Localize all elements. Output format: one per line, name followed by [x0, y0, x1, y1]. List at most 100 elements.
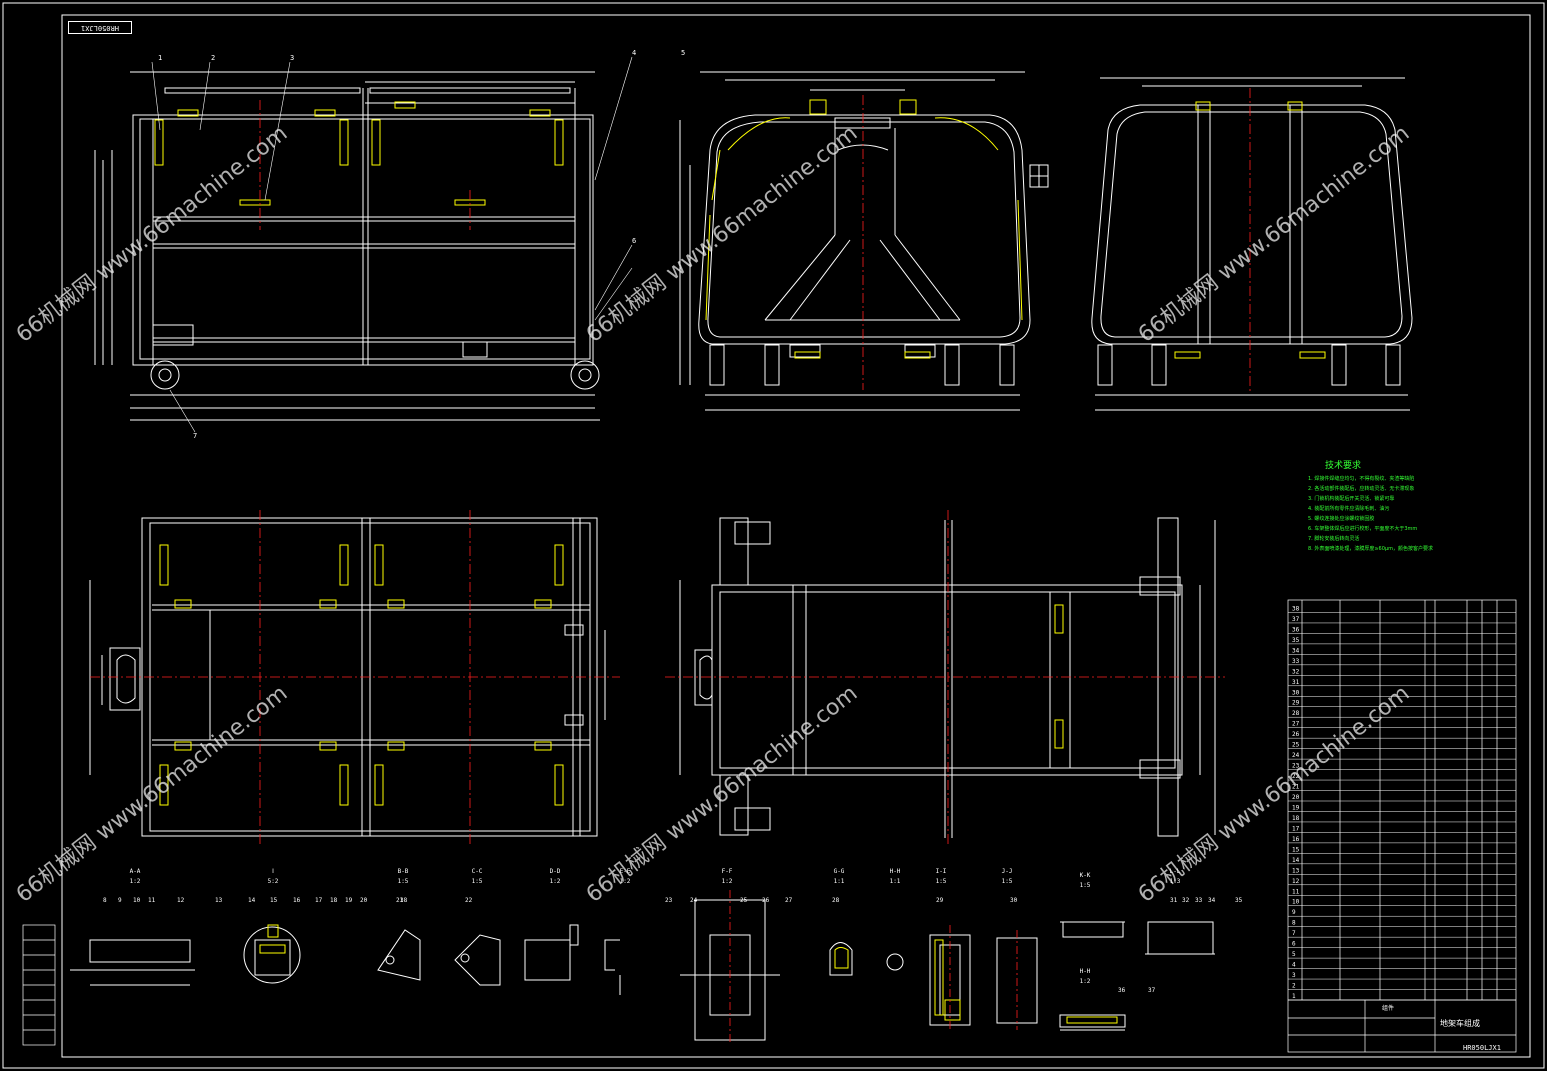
bom-row-number: 16: [1292, 836, 1300, 843]
callout-3: 3: [290, 54, 294, 62]
section-label: H-H: [1079, 968, 1091, 975]
bom-row-number: 36: [1292, 626, 1300, 633]
bom-row-number: 7: [1292, 930, 1296, 937]
bom-row-number: 33: [1292, 658, 1300, 665]
bom-row-number: 27: [1292, 721, 1300, 728]
detail-centerlines: [729, 890, 1018, 1045]
section-label: G-G: [833, 868, 845, 875]
detail-callout-number: 14: [248, 897, 256, 904]
technical-notes: 1. 焊接件焊缝应均匀，不得有裂纹、夹渣等缺陷 2. 各活动部件装配后，应转动灵…: [1308, 474, 1453, 554]
note-line: 8. 外表面喷漆处理，漆膜厚度≥60μm，颜色按客户要求: [1308, 546, 1433, 552]
section-label: B-B: [397, 868, 409, 875]
section-scale: 1:2: [549, 878, 561, 885]
inner-frame: [61, 14, 1531, 1058]
bottom-view-hardware: [1054, 604, 1064, 749]
bom-row-number: 18: [1292, 815, 1300, 822]
callout-4: 4: [632, 49, 636, 57]
bom-row-number: 5: [1292, 951, 1296, 958]
bom-row-number: 15: [1292, 846, 1300, 853]
detail-callout-number: 33: [1195, 897, 1203, 904]
drawing-number-stamp: HR050LJX1: [68, 21, 132, 34]
bom-row-number: 6: [1292, 941, 1296, 948]
revision-strip: [22, 924, 56, 1046]
detail-callout-number: 19: [345, 897, 353, 904]
detail-callout-number: 17: [315, 897, 323, 904]
bom-row-number: 20: [1292, 794, 1300, 801]
bom-row-number: 32: [1292, 668, 1300, 675]
top-view-centerlines: [90, 510, 620, 845]
detail-callout-number: 37: [1148, 987, 1156, 994]
section-scale: 1:3: [1169, 878, 1181, 885]
bottom-view: [679, 517, 1216, 838]
front-view-hardware: [154, 101, 564, 206]
note-line: 6. 车架整体焊后应进行校形，平面度不大于3mm: [1308, 526, 1418, 532]
bom-row-number: 31: [1292, 679, 1300, 686]
bom-row-number: 19: [1292, 804, 1300, 811]
detail-callout-number: 27: [785, 897, 793, 904]
section-scale: 1:5: [397, 878, 409, 885]
section-label: J-J: [1001, 868, 1013, 875]
detail-callout-number: 15: [270, 897, 278, 904]
bom-row-number: 22: [1292, 773, 1300, 780]
bom-row-number: 25: [1292, 742, 1300, 749]
bom-row-number: 17: [1292, 825, 1300, 832]
detail-callout-number: 31: [1170, 897, 1178, 904]
section-scale: 1:1: [889, 878, 901, 885]
bom-row-number: 21: [1292, 784, 1300, 791]
section-label: C-C: [471, 868, 483, 875]
detail-callout-number: 20: [360, 897, 368, 904]
bom-row-number: 2: [1292, 983, 1296, 990]
bom-row-number: 34: [1292, 647, 1300, 654]
detail-callout-number: 8: [103, 897, 107, 904]
section-scale: 1:5: [471, 878, 483, 885]
bom-row-number: 8: [1292, 920, 1296, 927]
bom-row-number: 9: [1292, 909, 1296, 916]
detail-callout-number: 32: [1182, 897, 1190, 904]
detail-callout-number: 10: [133, 897, 141, 904]
detail-callout-number: 26: [762, 897, 770, 904]
end-view-hardware: [1174, 101, 1326, 359]
section-label: H-H: [889, 868, 901, 875]
bom-row-number: 4: [1292, 962, 1296, 969]
detail-callout-number: 12: [177, 897, 185, 904]
detail-callout-number: 18: [330, 897, 338, 904]
front-view-centerlines: [259, 100, 471, 230]
detail-callout-number: 28: [832, 897, 840, 904]
detail-hardware: [259, 924, 1118, 1024]
note-line: 1. 焊接件焊缝应均匀，不得有裂纹、夹渣等缺陷: [1308, 476, 1415, 482]
section-scale: 1:1: [833, 878, 845, 885]
section-label: Ⅰ: [272, 868, 274, 875]
bom-row-number: 28: [1292, 710, 1300, 717]
callout-6: 6: [632, 237, 636, 245]
section-label: F-F: [721, 868, 733, 875]
detail-callout-number: 9: [118, 897, 122, 904]
side-view: [679, 71, 1049, 411]
detail-callout-number: 35: [1235, 897, 1243, 904]
detail-callout-number: 30: [1010, 897, 1018, 904]
section-scale: 1:2: [129, 878, 141, 885]
section-label: I-I: [935, 868, 947, 875]
bom-row-number: 1: [1292, 993, 1296, 1000]
callout-5: 5: [681, 49, 685, 57]
note-line: 3. 门锁机构装配后开关灵活、锁紧可靠: [1308, 496, 1395, 502]
detail-callout-number: 21: [396, 897, 404, 904]
detail-callout-number: 23: [665, 897, 673, 904]
bom-row-number: 12: [1292, 878, 1300, 885]
section-label: E-E: [619, 868, 631, 875]
top-view-hardware: [159, 544, 564, 806]
detail-callout-number: 16: [293, 897, 301, 904]
bom-row-number: 24: [1292, 752, 1300, 759]
note-line: 7. 脚轮安装后转向灵活: [1308, 536, 1360, 542]
detail-callout-number: 22: [465, 897, 473, 904]
section-label: D-D: [549, 868, 561, 875]
section-scale: 1:2: [1079, 978, 1091, 985]
bom-row-number: 10: [1292, 899, 1300, 906]
callout-2: 2: [211, 54, 215, 62]
section-scale: 1:2: [721, 878, 733, 885]
section-label: L-L: [1169, 868, 1181, 875]
detail-callout-number: 25: [740, 897, 748, 904]
section-scale: 1:5: [1079, 882, 1091, 889]
bom-row-number: 11: [1292, 888, 1300, 895]
